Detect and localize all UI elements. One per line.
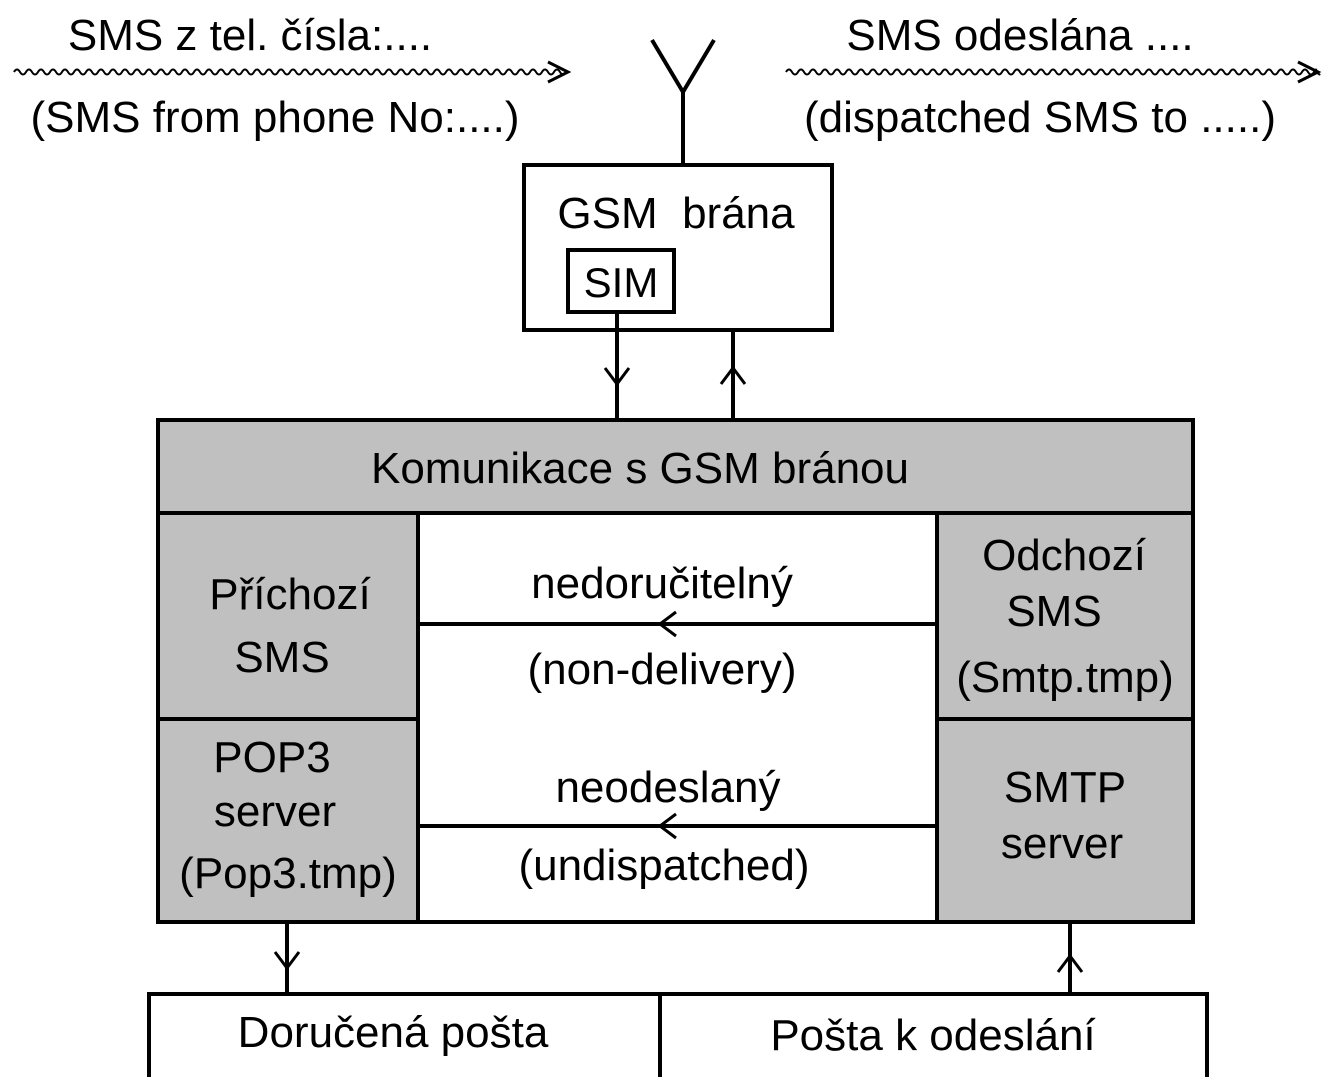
incoming-sms-title-line2: SMS [234,633,329,682]
incoming-signal-arrowhead [547,60,572,84]
undispatched-arrowhead [657,812,677,840]
outgoing-signal-wave [785,68,1321,76]
incoming-sms-panel [156,511,420,721]
sim-card-box [566,248,676,314]
incoming-signal-wave [13,68,567,76]
smtp-server-panel [935,717,1195,924]
outbox-mail-label: Pošta k odeslání [770,1011,1096,1060]
program-frame: Komunikace s GSM bránou Příchozí SMS POP… [156,418,1195,924]
pop3-to-mailbox-arrowhead [273,951,301,971]
gateway-link-lines [603,312,747,420]
outgoing-signal-arrowhead [1297,60,1322,84]
sim-to-comm-arrowhead [603,367,631,387]
incoming-sms-label-en: (SMS from phone No:....) [30,93,519,142]
sim-card-label: SIM [584,259,659,306]
gsm-communication-panel [156,418,1195,515]
undispatched-label-cz: neodeslaný [555,763,780,812]
mailbox-link-lines [273,922,1084,994]
outgoing-sms-title-line1: Odchozí [982,531,1147,580]
dispatched-sms-annotation: SMS odeslána .... (dispatched SMS to ...… [785,11,1322,142]
nondelivery-arrowhead [657,610,677,638]
pop3-server-title-line2: server [214,787,336,836]
pop3-server-title-line1: POP3 [213,733,330,782]
outgoing-sms-panel [935,511,1195,721]
nondelivery-label-cz: nedoručitelný [531,559,793,608]
dispatched-sms-label-cz: SMS odeslána .... [846,11,1193,60]
mailbox: Doručená pošta Pošta k odeslání [147,992,1209,1077]
gsm-gateway-title: GSM brána [557,189,795,238]
dispatched-sms-label-en: (dispatched SMS to .....) [804,93,1276,142]
smtp-server-title-line1: SMTP [1004,763,1126,812]
delivered-mail-label: Doručená pošta [238,1008,549,1057]
incoming-sms-annotation: SMS z tel. čísla:.... (SMS from phone No… [13,11,572,142]
outgoing-sms-title-line2: SMS [1006,587,1101,636]
incoming-sms-title-line1: Příchozí [209,570,371,619]
antenna-icon [650,38,716,165]
outbox-to-smtp-arrowhead [1056,953,1084,973]
pop3-server-panel [156,717,420,924]
pop3-server-title-line3: (Pop3.tmp) [179,849,397,898]
incoming-sms-label-cz: SMS z tel. čísla:.... [68,11,432,60]
outgoing-sms-title-line3: (Smtp.tmp) [956,653,1174,702]
nondelivery-label-en: (non-delivery) [528,645,797,694]
comm-to-gateway-arrowhead [719,365,747,385]
smtp-server-title-line2: server [1001,819,1123,868]
gsm-communication-title: Komunikace s GSM bránou [371,444,909,493]
undispatched-label-en: (undispatched) [518,841,809,890]
gsm-gateway-box: GSM brána SIM [522,163,834,332]
